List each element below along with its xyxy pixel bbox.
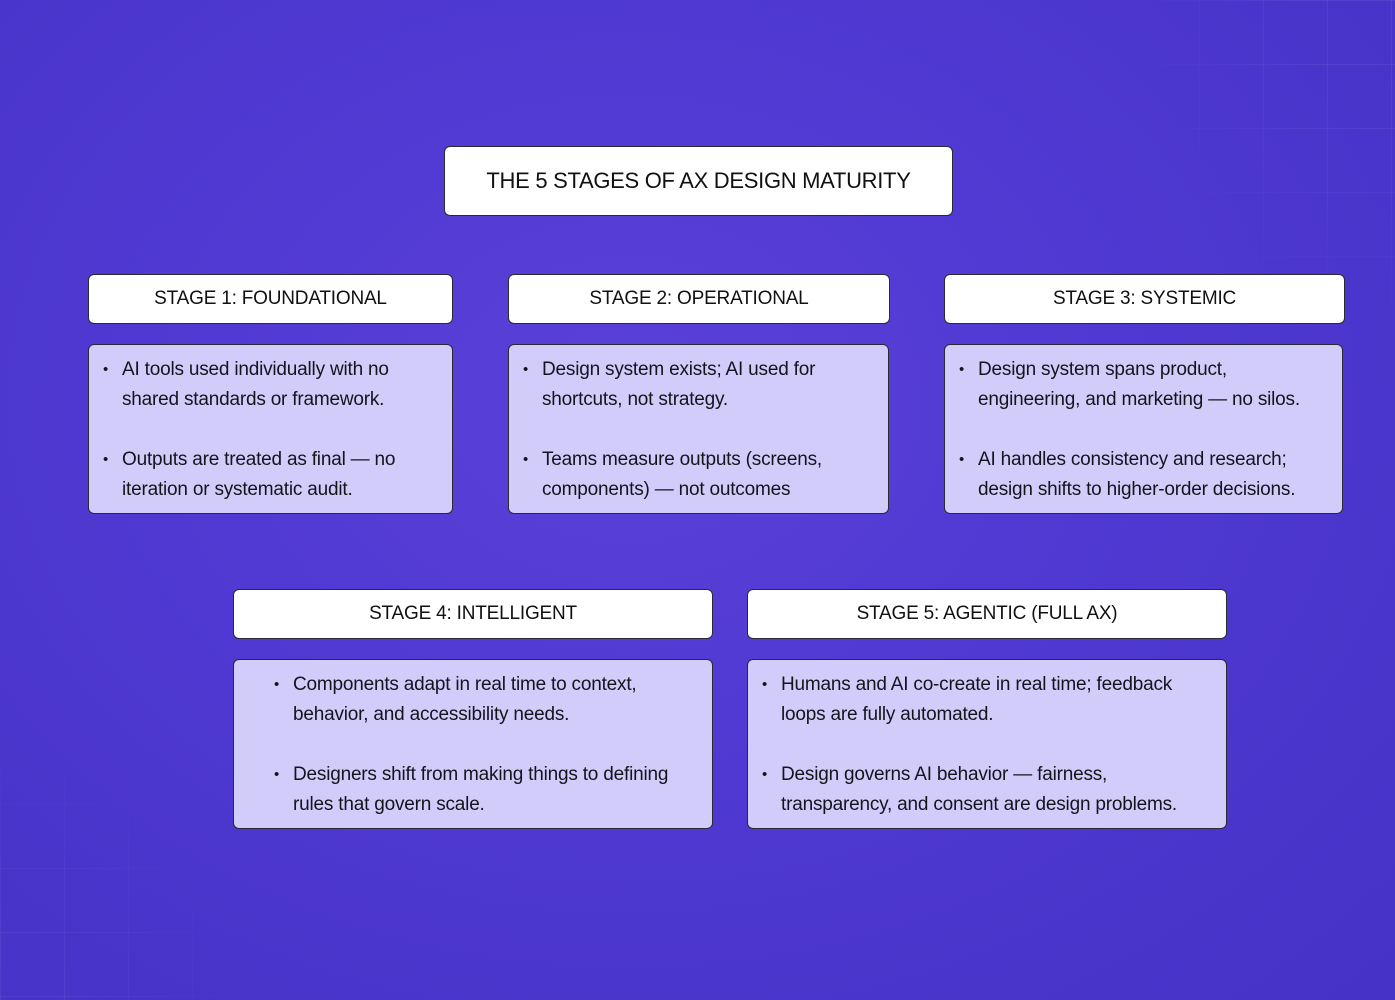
stage-4-body: Components adapt in real time to context… bbox=[233, 659, 713, 829]
stage-5-point-2: Design governs AI behavior — fairness, t… bbox=[762, 760, 1216, 820]
stage-3-points: Design system spans product, engineering… bbox=[959, 355, 1332, 505]
stage-4-header: STAGE 4: INTELLIGENT bbox=[233, 589, 713, 639]
stage-4-point-2: Designers shift from making things to de… bbox=[274, 760, 702, 820]
stage-3-body: Design system spans product, engineering… bbox=[944, 344, 1343, 514]
stage-3-point-1: Design system spans product, engineering… bbox=[959, 355, 1332, 415]
stage-2-header: STAGE 2: OPERATIONAL bbox=[508, 274, 890, 324]
diagram-title: THE 5 STAGES OF AX DESIGN MATURITY bbox=[444, 146, 953, 216]
stage-5-body: Humans and AI co-create in real time; fe… bbox=[747, 659, 1227, 829]
stage-3-label: STAGE 3: SYSTEMIC bbox=[1052, 288, 1237, 309]
stage-5-header: STAGE 5: AGENTIC (FULL AX) bbox=[747, 589, 1227, 639]
stage-3-point-2: AI handles consistency and research; des… bbox=[959, 445, 1332, 505]
stage-4-label: STAGE 4: INTELLIGENT bbox=[369, 603, 577, 624]
stage-2-points: Design system exists; AI used for shortc… bbox=[523, 355, 878, 505]
background-grid-decoration bbox=[0, 740, 230, 1000]
stage-1-body: AI tools used individually with no share… bbox=[88, 344, 453, 514]
stage-1-points: AI tools used individually with no share… bbox=[103, 355, 442, 505]
stage-2-point-1: Design system exists; AI used for shortc… bbox=[523, 355, 878, 415]
stage-5-points: Humans and AI co-create in real time; fe… bbox=[762, 670, 1216, 820]
stage-2-label: STAGE 2: OPERATIONAL bbox=[589, 288, 809, 309]
stage-5-label: STAGE 5: AGENTIC (FULL AX) bbox=[856, 603, 1118, 624]
stage-3-header: STAGE 3: SYSTEMIC bbox=[944, 274, 1345, 324]
stage-5-point-1: Humans and AI co-create in real time; fe… bbox=[762, 670, 1216, 730]
stage-2-body: Design system exists; AI used for shortc… bbox=[508, 344, 889, 514]
stage-4-points: Components adapt in real time to context… bbox=[274, 670, 702, 820]
stage-1-point-2: Outputs are treated as final — no iterat… bbox=[103, 445, 442, 505]
stage-1-header: STAGE 1: FOUNDATIONAL bbox=[88, 274, 453, 324]
diagram-title-text: THE 5 STAGES OF AX DESIGN MATURITY bbox=[486, 168, 911, 193]
stage-2-point-2: Teams measure outputs (screens, componen… bbox=[523, 445, 878, 505]
stage-1-point-1: AI tools used individually with no share… bbox=[103, 355, 442, 415]
stage-4-point-1: Components adapt in real time to context… bbox=[274, 670, 702, 730]
stage-1-label: STAGE 1: FOUNDATIONAL bbox=[154, 288, 387, 309]
